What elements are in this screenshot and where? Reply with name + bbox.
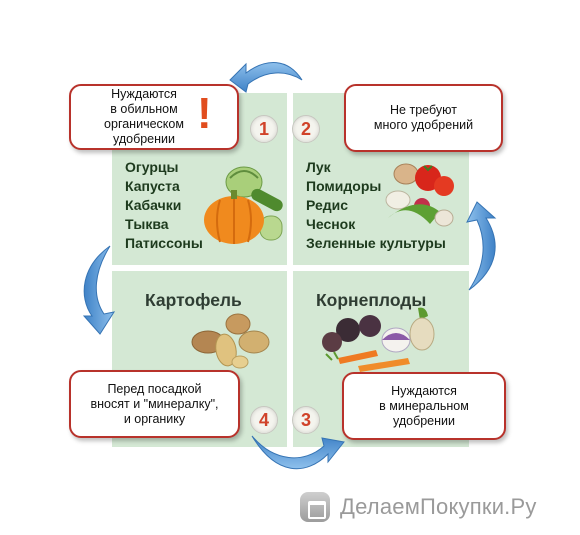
- watermark-text: ДелаемПокупки.Ру: [340, 494, 537, 519]
- list-item: Чеснок: [306, 216, 356, 232]
- callout-organic-fertilizer: Нуждаются в обильном органическом удобре…: [69, 84, 239, 150]
- vegetable-list-2: Лук Помидоры Редис Чеснок Зеленные культ…: [306, 158, 446, 253]
- list-item: Лук: [306, 159, 331, 175]
- cycle-arrow-left-icon: [82, 245, 116, 335]
- list-item: Патиссоны: [125, 235, 203, 251]
- root-vegetables-icon: [322, 307, 435, 372]
- callout-little-fertilizer: Не требуют много удобрений: [344, 84, 503, 152]
- callout-before-planting: Перед посадкой вносят и "минералку", и о…: [69, 370, 240, 438]
- callout-1-text: Нуждаются в обильном органическом удобре…: [104, 87, 184, 146]
- list-item: Кабачки: [125, 197, 182, 213]
- number-badge-4: 4: [250, 406, 278, 434]
- list-item: Тыква: [125, 216, 169, 232]
- watermark: ДелаемПокупки.Ру: [300, 492, 537, 522]
- callout-3-text: Нуждаются в минеральном удобрении: [379, 383, 469, 428]
- list-item: Зеленные культуры: [306, 235, 446, 251]
- list-item: Помидоры: [306, 178, 382, 194]
- callout-2-text: Не требуют много удобрений: [373, 103, 474, 132]
- number-badge-3: 3: [292, 406, 320, 434]
- horizontal-divider: [112, 265, 469, 271]
- shopping-bag-logo-icon: [300, 492, 330, 522]
- tomatoes-onions-radish-icon: [385, 163, 454, 227]
- number-badge-1: 1: [250, 115, 278, 143]
- cycle-arrow-bottom-icon: [251, 435, 345, 470]
- cycle-arrow-right-icon: [466, 201, 497, 291]
- quadrant-3-title: Корнеплоды: [316, 290, 427, 310]
- cycle-arrow-top-icon: [229, 62, 303, 93]
- list-item: Редис: [306, 197, 349, 213]
- callout-mineral-fertilizer: Нуждаются в минеральном удобрении: [342, 372, 506, 440]
- pumpkin-cucumbers-cabbage-icon: [204, 166, 283, 244]
- quadrant-4-title: Картофель: [145, 290, 242, 310]
- callout-4-text: Перед посадкой вносят и "минералку", и о…: [90, 381, 219, 426]
- vegetable-list-1: Огурцы Капуста Кабачки Тыква Патиссоны: [125, 158, 203, 253]
- exclamation-icon: !: [197, 89, 212, 138]
- number-badge-2: 2: [292, 115, 320, 143]
- list-item: Огурцы: [125, 159, 179, 175]
- potatoes-icon: [191, 313, 270, 369]
- list-item: Капуста: [125, 178, 180, 194]
